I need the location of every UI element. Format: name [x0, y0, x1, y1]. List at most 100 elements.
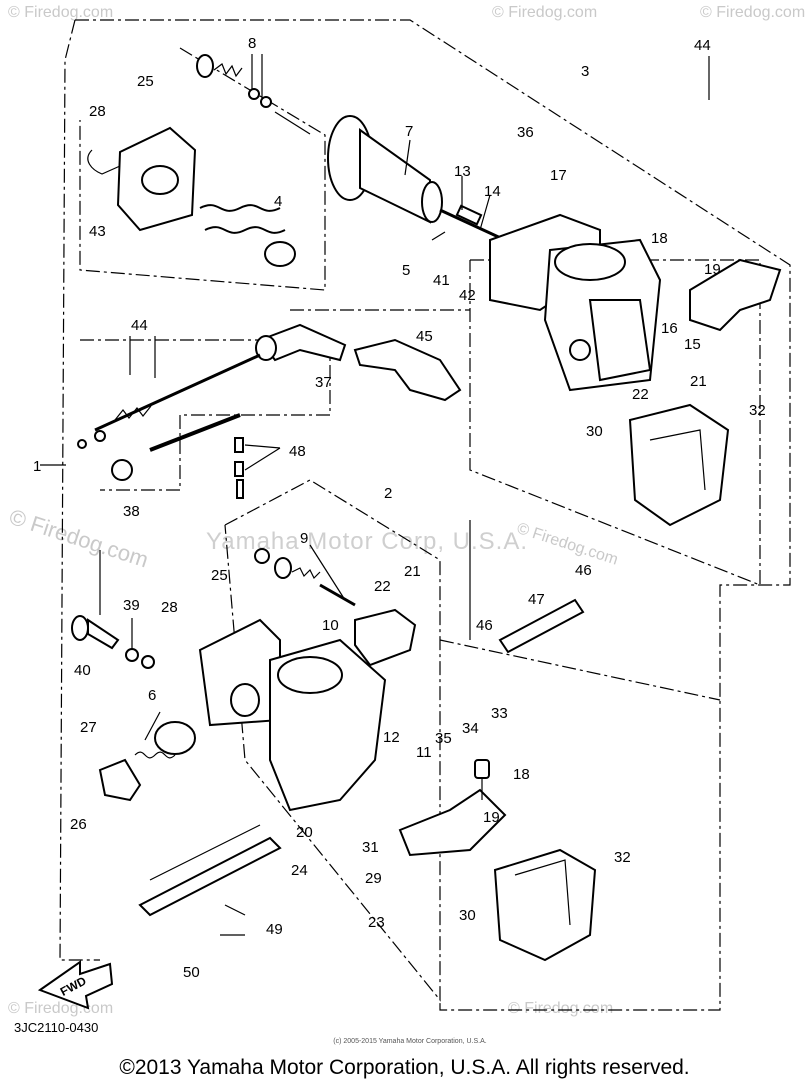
callout-38: 38 — [123, 503, 140, 520]
outer-frame — [75, 19, 791, 1011]
part-4-spring — [199, 204, 296, 267]
callout-34: 34 — [462, 720, 479, 737]
callout-23: 23 — [368, 914, 385, 931]
callout-18a: 18 — [651, 230, 668, 247]
callout-21a: 21 — [690, 373, 707, 390]
callout-28a: 28 — [89, 103, 106, 120]
callout-13: 13 — [454, 163, 471, 180]
frame-upper-carb — [469, 259, 761, 586]
part-49-mount-plate — [138, 824, 282, 917]
callout-41: 41 — [433, 272, 450, 289]
callout-22a: 22 — [632, 386, 649, 403]
callout-46b: 46 — [476, 617, 493, 634]
callout-31: 31 — [362, 839, 379, 856]
callout-8: 8 — [248, 35, 256, 52]
callout-11: 11 — [416, 744, 432, 761]
part-45-link-plate — [353, 338, 462, 402]
part-37-choke-lever — [255, 323, 347, 362]
callout-45: 45 — [416, 328, 433, 345]
callout-1: 1 — [33, 458, 41, 475]
part-7-piston-valve — [327, 115, 443, 224]
part-19-lower-bracket — [398, 788, 507, 857]
callout-20: 20 — [296, 824, 313, 841]
part-30-upper-float-bowl — [628, 403, 730, 527]
part-18-lower-sensor — [474, 759, 490, 800]
callout-49: 49 — [266, 921, 283, 938]
callout-24: 24 — [291, 862, 308, 879]
fwd-arrow: FWD — [37, 960, 114, 1010]
callout-39: 39 — [123, 597, 140, 614]
part-48-screw-set — [149, 413, 244, 499]
callout-29: 29 — [365, 870, 382, 887]
callout-5: 5 — [402, 262, 410, 279]
callout-16: 16 — [661, 320, 678, 337]
part-30-lower-float-bowl — [493, 848, 597, 962]
upper-carburetor-body — [489, 213, 662, 392]
callout-40: 40 — [74, 662, 91, 679]
callout-26: 26 — [70, 816, 87, 833]
part-10-lower-plate — [354, 608, 417, 667]
callout-19a: 19 — [704, 261, 721, 278]
frame-lower-link — [439, 639, 721, 701]
callout-17: 17 — [550, 167, 567, 184]
callout-35: 35 — [435, 730, 452, 747]
callout-19b: 19 — [483, 809, 500, 826]
callout-22b: 22 — [374, 578, 391, 595]
callout-44b: 44 — [131, 317, 148, 334]
callout-27: 27 — [80, 719, 97, 736]
frame-top-left-box — [79, 47, 326, 291]
leader-lines — [99, 54, 710, 936]
callout-15: 15 — [684, 336, 701, 353]
callout-47: 47 — [528, 591, 545, 608]
callout-46a: 46 — [575, 562, 592, 579]
callout-32a: 32 — [749, 402, 766, 419]
part-40-adjuster — [71, 615, 155, 669]
callout-42: 42 — [459, 287, 476, 304]
part-27-small-cover — [98, 758, 142, 802]
callout-25a: 25 — [137, 73, 154, 90]
callout-6: 6 — [148, 687, 156, 704]
part-47-rod — [498, 598, 585, 654]
callout-30a: 30 — [586, 423, 603, 440]
copyright-footer: ©2013 Yamaha Motor Corporation, U.S.A. A… — [119, 1056, 690, 1079]
part-8-spring-set — [196, 54, 311, 135]
callout-25b: 25 — [211, 567, 228, 584]
watermark-top-left: © Firedog.com — [8, 4, 114, 21]
callout-50: 50 — [183, 964, 200, 981]
callout-2: 2 — [384, 485, 392, 502]
callout-14: 14 — [484, 183, 501, 200]
diagram-code: 3JC2110-0430 — [14, 1020, 99, 1035]
part-19-upper-bracket — [689, 258, 782, 332]
callout-10: 10 — [322, 617, 339, 634]
tiny-copyright: (c) 2005-2015 Yamaha Motor Corporation, … — [333, 1038, 487, 1045]
part-9-spring-set — [254, 548, 356, 607]
callout-12: 12 — [383, 729, 400, 746]
part-44-throttle-shaft — [77, 353, 261, 449]
callout-28b: 28 — [161, 599, 178, 616]
callout-30b: 30 — [459, 907, 476, 924]
part-43-top-cover — [87, 126, 197, 232]
callout-44a: 44 — [694, 37, 711, 54]
callout-21b: 21 — [404, 563, 421, 580]
callout-48: 48 — [289, 443, 306, 460]
part-38-bushing — [111, 459, 133, 481]
callout-32b: 32 — [614, 849, 631, 866]
callout-43: 43 — [89, 223, 106, 240]
callout-4: 4 — [274, 193, 282, 210]
callout-3: 3 — [581, 63, 589, 80]
callout-9: 9 — [300, 530, 308, 547]
lower-carburetor-body — [198, 618, 387, 812]
part-13-needle — [439, 204, 506, 242]
callout-33: 33 — [491, 705, 508, 722]
watermark-bottom-right: © Firedog.com — [508, 1000, 614, 1017]
outer-frame-left — [59, 19, 100, 961]
part-6-diaphragm-cover — [134, 721, 196, 759]
callout-37: 37 — [315, 374, 332, 391]
callout-36: 36 — [517, 124, 534, 141]
callout-18b: 18 — [513, 766, 530, 783]
callout-7: 7 — [405, 123, 413, 140]
watermark-top-mid: © Firedog.com — [492, 4, 598, 21]
watermark-top-right: © Firedog.com — [700, 4, 806, 21]
